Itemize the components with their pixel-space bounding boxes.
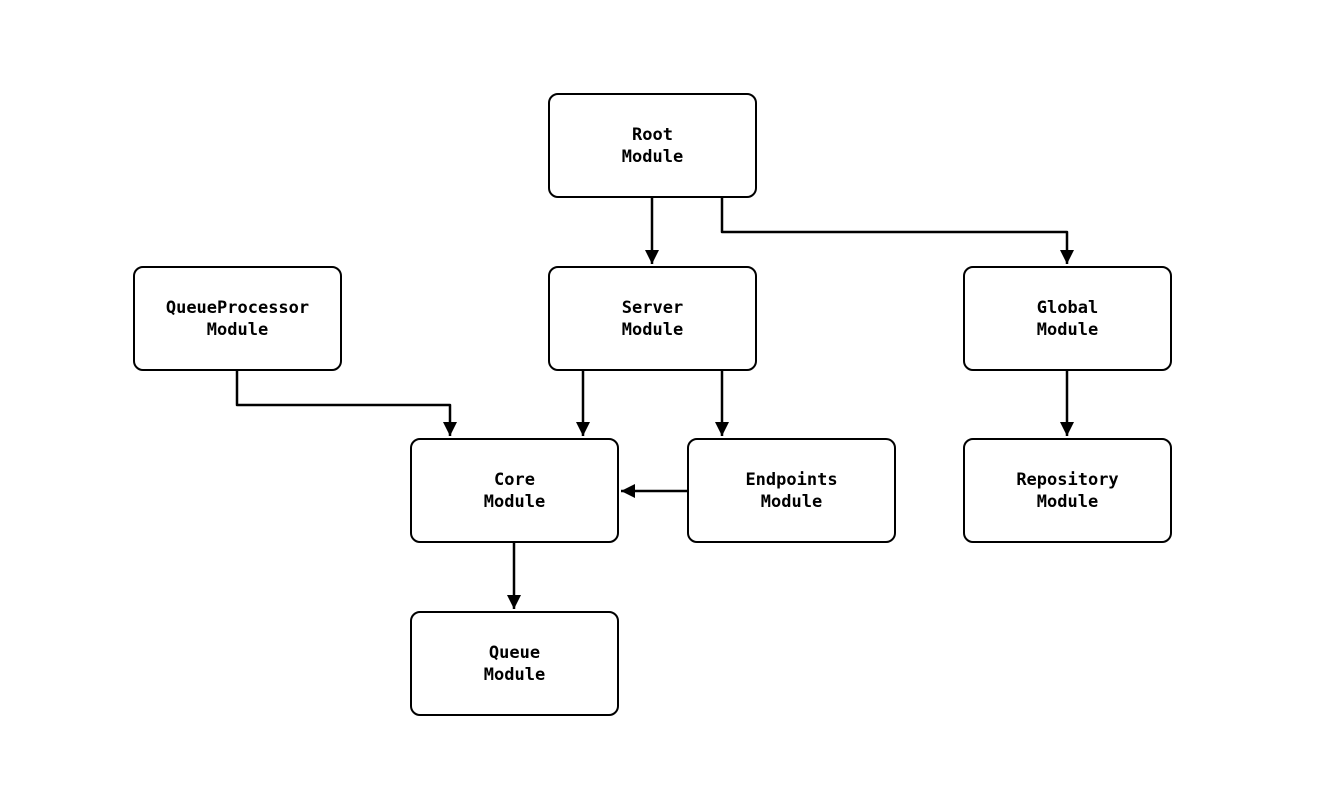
- node-endpoints-module: Endpoints Module: [687, 438, 896, 543]
- node-core-module: Core Module: [410, 438, 619, 543]
- node-root-module: Root Module: [548, 93, 757, 198]
- node-server-module-label: Server Module: [621, 297, 684, 340]
- node-server-module: Server Module: [548, 266, 757, 371]
- node-global-module: Global Module: [963, 266, 1172, 371]
- node-root-module-label: Root Module: [621, 124, 684, 167]
- node-repository-module-label: Repository Module: [1016, 469, 1119, 512]
- edge-root-to-global: [720, 198, 1074, 264]
- edge-queueprocessor-to-core: [235, 371, 457, 436]
- node-queueprocessor-module-label: QueueProcessor Module: [165, 297, 310, 340]
- node-queue-module: Queue Module: [410, 611, 619, 716]
- node-queueprocessor-module: QueueProcessor Module: [133, 266, 342, 371]
- node-core-module-label: Core Module: [483, 469, 546, 512]
- node-repository-module: Repository Module: [963, 438, 1172, 543]
- node-queue-module-label: Queue Module: [483, 642, 546, 685]
- node-global-module-label: Global Module: [1036, 297, 1099, 340]
- node-endpoints-module-label: Endpoints Module: [745, 469, 838, 512]
